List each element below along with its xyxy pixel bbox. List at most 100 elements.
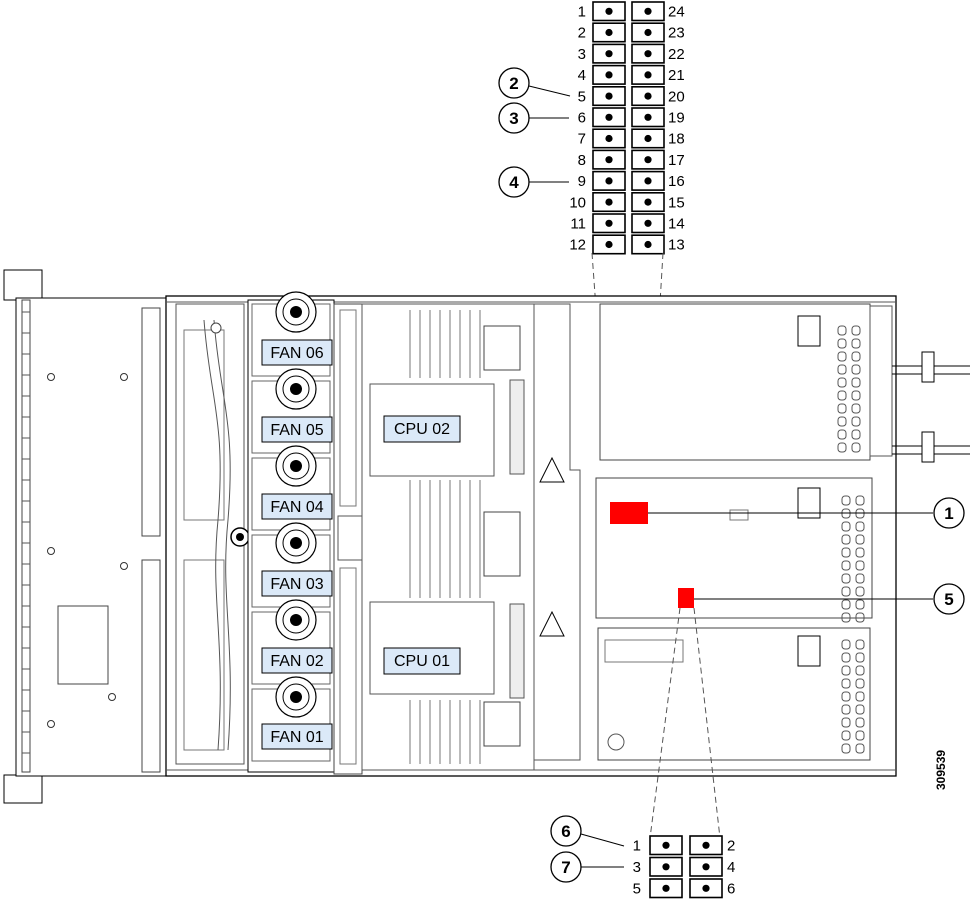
pin-number-right: 15 xyxy=(668,194,685,211)
fan-04-label: FAN 04 xyxy=(261,493,333,520)
callout-4: 4 xyxy=(498,166,569,198)
pin-dot xyxy=(644,134,652,143)
pin-number-right: 6 xyxy=(727,881,735,898)
pin-dot xyxy=(702,884,710,892)
top-header-24pin: 1 24 2 23 3 22 4 21 5 20 6 19 7 18 8 17 9 16 10 15 11 14 12 13 xyxy=(569,1,685,255)
cpu-02-label: CPU 02 xyxy=(383,415,461,443)
pin-dot xyxy=(662,841,670,849)
figure-number: 309539 xyxy=(934,750,948,790)
pin-dot xyxy=(605,28,613,37)
pin-number-left: 1 xyxy=(633,838,641,855)
pin-dot xyxy=(605,240,613,249)
pin-dot xyxy=(605,71,613,79)
svg-text:FAN 05: FAN 05 xyxy=(270,422,323,439)
fan-03-label: FAN 03 xyxy=(261,570,333,597)
leader-dashed-bottom-right xyxy=(693,607,721,839)
pin-number-left: 6 xyxy=(578,110,586,127)
pin-dot xyxy=(605,113,613,121)
pin-dot xyxy=(644,92,652,100)
pin-number-left: 10 xyxy=(569,194,586,211)
pin-dot xyxy=(644,7,652,15)
svg-text:FAN 04: FAN 04 xyxy=(270,499,323,516)
callout-6: 6 xyxy=(550,815,625,847)
pin-number-right: 23 xyxy=(668,25,685,42)
pin-number-right: 13 xyxy=(668,237,685,254)
pin-dot xyxy=(644,177,652,185)
callout-1: 1 xyxy=(648,497,965,529)
pin-number-left: 9 xyxy=(578,173,586,190)
pin-dot xyxy=(644,113,652,121)
svg-text:FAN 03: FAN 03 xyxy=(270,576,323,593)
callout-5: 5 xyxy=(694,583,965,615)
cpu-01-label: CPU 01 xyxy=(383,647,461,675)
pin-number-left: 4 xyxy=(578,67,586,84)
pin-dot xyxy=(644,219,652,227)
header-6pin-location xyxy=(678,588,694,608)
svg-text:5: 5 xyxy=(944,590,953,609)
pin-dot xyxy=(605,134,613,143)
pin-dot xyxy=(662,884,670,892)
svg-text:2: 2 xyxy=(509,74,518,93)
pin-dot xyxy=(644,198,652,206)
fan-labels: FAN 06 FAN 05 FAN 04 FAN 03 FAN 02 FAN 0… xyxy=(261,339,333,750)
pin-number-right: 22 xyxy=(668,46,685,63)
pin-number-right: 4 xyxy=(727,859,735,876)
bottom-header-6pin: 1 2 3 4 5 6 xyxy=(633,835,735,899)
pin-number-left: 12 xyxy=(569,237,586,254)
svg-text:3: 3 xyxy=(509,109,518,128)
fan-05-label: FAN 05 xyxy=(261,416,333,443)
pin-dot xyxy=(644,71,652,79)
pin-dot xyxy=(644,50,652,58)
fan-02-label: FAN 02 xyxy=(261,647,333,674)
fan-06-label: FAN 06 xyxy=(261,339,333,366)
svg-text:FAN 06: FAN 06 xyxy=(270,345,323,362)
pin-dot xyxy=(605,177,613,185)
callout-3: 3 xyxy=(498,102,569,134)
svg-text:6: 6 xyxy=(561,822,570,841)
pin-number-left: 1 xyxy=(578,4,586,21)
pin-dot xyxy=(662,863,670,871)
svg-text:CPU 01: CPU 01 xyxy=(394,653,450,670)
svg-text:4: 4 xyxy=(509,173,519,192)
pin-dot xyxy=(644,156,652,164)
pin-dot xyxy=(605,92,613,100)
pin-number-left: 5 xyxy=(578,88,586,105)
pin-number-right: 21 xyxy=(668,67,685,84)
pin-number-left: 3 xyxy=(633,859,641,876)
pin-dot xyxy=(605,50,613,58)
pin-number-right: 17 xyxy=(668,152,685,169)
svg-text:FAN 02: FAN 02 xyxy=(270,653,323,670)
pin-dot xyxy=(605,156,613,164)
pin-number-right: 24 xyxy=(668,4,685,21)
pin-dot xyxy=(605,219,613,227)
pin-dot xyxy=(702,863,710,871)
pin-number-right: 19 xyxy=(668,110,685,127)
callout-2: 2 xyxy=(498,67,571,99)
svg-text:1: 1 xyxy=(944,504,953,523)
pin-number-left: 3 xyxy=(578,46,586,63)
leader-dashed-bottom-left xyxy=(649,607,681,839)
pin-number-left: 11 xyxy=(570,216,586,233)
chassis xyxy=(3,269,970,804)
pin-number-right: 18 xyxy=(668,131,685,148)
pin-number-left: 5 xyxy=(633,881,641,898)
svg-text:7: 7 xyxy=(561,858,570,877)
pin-number-left: 7 xyxy=(578,131,586,148)
svg-text:CPU 02: CPU 02 xyxy=(394,421,450,438)
pin-dot xyxy=(644,240,652,249)
callout-7: 7 xyxy=(550,851,624,883)
pin-number-right: 20 xyxy=(668,88,685,105)
pin-dot xyxy=(702,841,710,849)
pin-number-right: 14 xyxy=(668,216,685,233)
pin-dot xyxy=(605,7,613,15)
svg-text:FAN 01: FAN 01 xyxy=(270,729,323,746)
pin-number-right: 2 xyxy=(727,838,735,855)
pin-dot xyxy=(605,198,613,206)
pin-number-left: 2 xyxy=(578,25,586,42)
header-24pin-location xyxy=(610,502,648,524)
pin-dot xyxy=(644,28,652,37)
pin-number-left: 8 xyxy=(578,152,586,169)
fan-01-label: FAN 01 xyxy=(261,723,333,750)
pin-number-right: 16 xyxy=(668,173,685,190)
